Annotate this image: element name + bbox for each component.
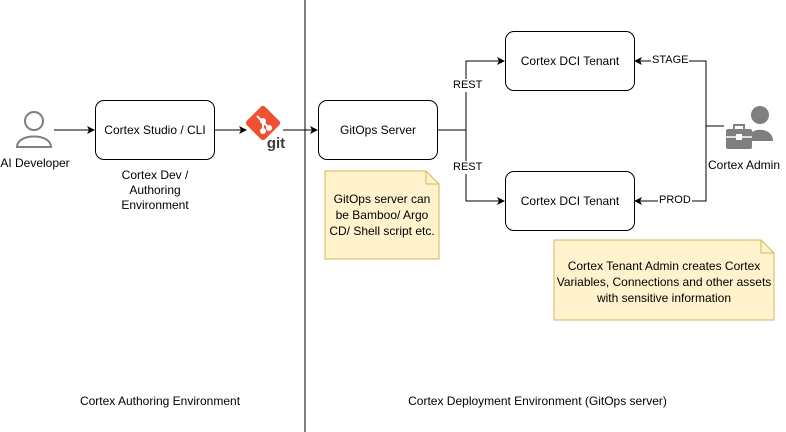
admin-note-line-1: Cortex Tenant Admin creates Cortex	[567, 259, 761, 273]
gitops-note-fold	[425, 171, 439, 185]
admin-note-text: Cortex Tenant Admin creates Cortex Varia…	[554, 258, 774, 306]
admin-note-fold	[760, 240, 774, 254]
gitops-note-line-3: CD/ Shell script etc.	[329, 224, 435, 238]
dci-tenant-stage-box[interactable]: Cortex DCI Tenant	[505, 31, 635, 91]
gitops-note-shape	[324, 170, 440, 260]
ai-developer-user-icon	[15, 111, 53, 148]
git-logo-icon	[245, 105, 281, 141]
gitops-server-box[interactable]: GitOps Server	[318, 100, 438, 160]
cortex-dev-env-line-3: Environment	[121, 198, 189, 212]
edge-admin-to-tenant-stage	[634, 57, 724, 127]
gitops-server-label: GitOps Server	[339, 123, 417, 137]
edge-label-rest-top: REST	[452, 79, 484, 92]
section-authoring-label: Cortex Authoring Environment	[79, 394, 241, 408]
admin-note-line-3: with sensitive information	[596, 291, 732, 305]
ai-developer-label: AI Developer	[0, 156, 70, 170]
admin-note-line-2: Variables, Connections and other assets	[556, 275, 772, 289]
cortex-dev-env-line-2: Authoring	[129, 183, 181, 197]
cortex-studio-box[interactable]: Cortex Studio / CLI	[95, 100, 215, 160]
cortex-studio-label: Cortex Studio / CLI	[104, 123, 206, 137]
git-logo-text: git	[266, 135, 286, 152]
section-deployment-label: Cortex Deployment Environment (GitOps se…	[408, 394, 667, 408]
edge-gitops-to-tenant-stage	[438, 57, 505, 131]
dci-tenant-prod-label: Cortex DCI Tenant	[520, 194, 620, 208]
gitops-note-line-2: be Bamboo/ Argo	[335, 208, 429, 222]
edge-label-prod: PROD	[658, 194, 692, 207]
admin-note-shape	[553, 239, 775, 321]
cortex-dev-env-line-1: Cortex Dev /	[121, 168, 189, 182]
edge-label-rest-bottom: REST	[452, 161, 484, 174]
dci-tenant-prod-box[interactable]: Cortex DCI Tenant	[505, 171, 635, 231]
edge-label-stage: STAGE	[651, 54, 690, 67]
cortex-admin-icon	[726, 106, 773, 149]
gitops-note-line-1: GitOps server can	[333, 192, 431, 206]
dci-tenant-stage-label: Cortex DCI Tenant	[520, 54, 620, 68]
cortex-dev-env-label: Cortex Dev / Authoring Environment	[100, 168, 210, 213]
cortex-admin-label: Cortex Admin	[707, 158, 781, 172]
gitops-note-text: GitOps server can be Bamboo/ Argo CD/ Sh…	[325, 191, 439, 239]
